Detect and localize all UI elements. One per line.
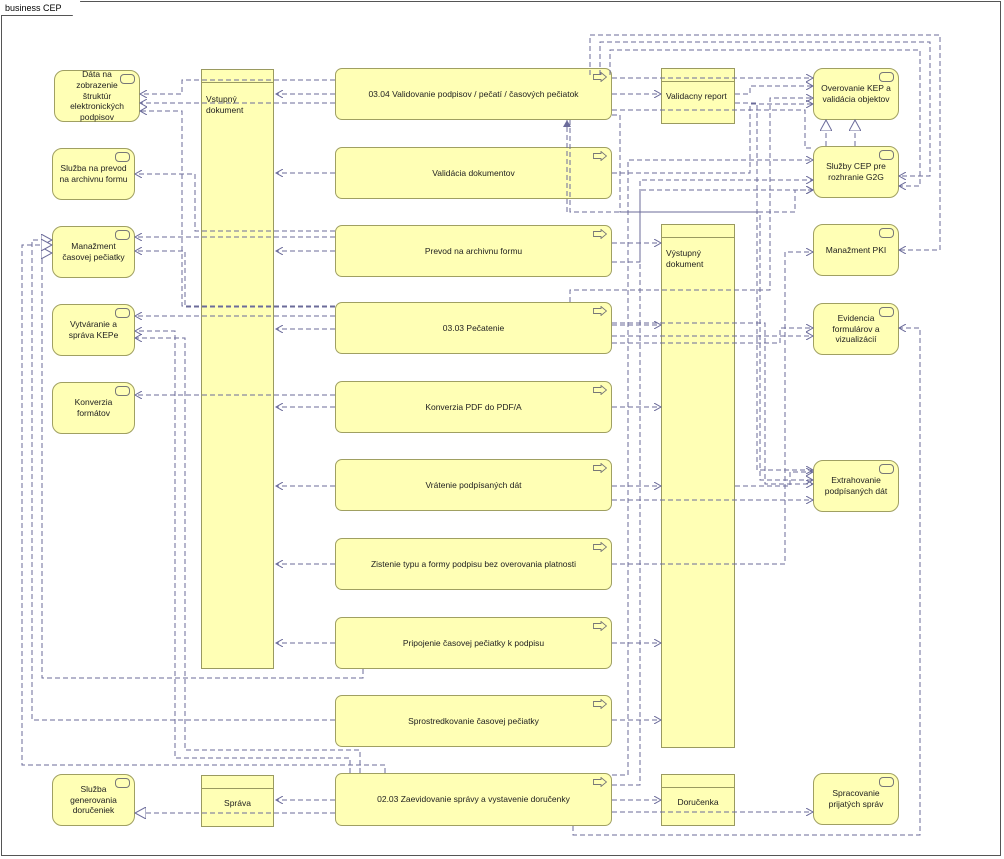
process-zaevidovanie[interactable]: 02.03 Zaevidovanie správy a vystavenie d… bbox=[335, 773, 612, 826]
object-vystupny-dokument[interactable]: Výstupný dokument bbox=[661, 224, 735, 748]
process-validovanie[interactable]: 03.04 Validovanie podpisov / pečatí / ča… bbox=[335, 68, 612, 120]
service-icon bbox=[879, 307, 894, 317]
service-label: Dáta na zobrazenie štruktúr elektronický… bbox=[70, 69, 124, 122]
process-konverzia[interactable]: Konverzia PDF do PDF/A bbox=[335, 381, 612, 433]
service-label: Extrahovanie podpísaných dát bbox=[824, 475, 888, 496]
process-arrow-icon bbox=[593, 777, 607, 787]
object-label: Správa bbox=[224, 798, 251, 808]
process-pripojenie[interactable]: Pripojenie časovej pečiatky k podpisu bbox=[335, 617, 612, 669]
process-label: Zistenie typu a formy podpisu bez overov… bbox=[370, 558, 577, 569]
process-zistenie[interactable]: Zistenie typu a formy podpisu bez overov… bbox=[335, 538, 612, 590]
service-label: Evidencia formulárov a vizualizácií bbox=[832, 313, 880, 345]
process-label: Konverzia PDF do PDF/A bbox=[425, 401, 522, 412]
process-label: 03.03 Pečatenie bbox=[442, 322, 505, 333]
process-label: Validácia dokumentov bbox=[432, 167, 515, 178]
service-label: Manažment PKI bbox=[825, 244, 887, 255]
service-icon bbox=[879, 72, 894, 82]
service-sluzba-dorucenky[interactable]: Služba generovania doručeniek bbox=[52, 774, 135, 826]
process-pecatenie[interactable]: 03.03 Pečatenie bbox=[335, 302, 612, 354]
object-label: Doručenka bbox=[677, 797, 719, 807]
service-label: Vytváranie a správa KEPe bbox=[68, 319, 119, 340]
service-extrahovanie[interactable]: Extrahovanie podpísaných dát bbox=[813, 460, 899, 512]
object-header-band bbox=[202, 776, 273, 789]
object-label: Výstupný dokument bbox=[666, 248, 704, 269]
service-manazment-pki[interactable]: Manažment PKI bbox=[813, 224, 899, 276]
service-label: Overovanie KEP a validácia objektov bbox=[821, 83, 891, 104]
service-label: Spracovanie prijatých správ bbox=[828, 788, 884, 809]
object-vstupny-dokument[interactable]: Vstupný dokument bbox=[201, 69, 274, 669]
process-validacia[interactable]: Validácia dokumentov bbox=[335, 147, 612, 199]
service-icon bbox=[879, 464, 894, 474]
process-arrow-icon bbox=[593, 72, 607, 82]
process-arrow-icon bbox=[593, 229, 607, 239]
service-evidencia[interactable]: Evidencia formulárov a vizualizácií bbox=[813, 303, 899, 355]
process-label: 02.03 Zaevidovanie správy a vystavenie d… bbox=[377, 794, 570, 805]
process-arrow-icon bbox=[593, 621, 607, 631]
process-sprostredkovanie[interactable]: Sprostredkovanie časovej pečiatky bbox=[335, 695, 612, 747]
process-arrow-icon bbox=[593, 699, 607, 709]
service-sluzba-prevod[interactable]: Služba na prevod na archivnu formu bbox=[52, 148, 135, 200]
service-icon bbox=[115, 152, 130, 162]
process-label: Prevod na archivnu formu bbox=[424, 245, 523, 256]
process-arrow-icon bbox=[593, 151, 607, 161]
process-label: 03.04 Validovanie podpisov / pečatí / ča… bbox=[368, 88, 579, 99]
service-icon bbox=[115, 308, 130, 318]
process-arrow-icon bbox=[593, 542, 607, 552]
diagram-title: business CEP bbox=[1, 1, 81, 16]
service-label: Konverzia formátov bbox=[74, 397, 113, 418]
object-label: Vstupný dokument bbox=[206, 94, 244, 115]
process-vratenie[interactable]: Vrátenie podpísaných dát bbox=[335, 459, 612, 511]
object-validacny-report[interactable]: Validacny report bbox=[661, 68, 735, 124]
object-header-band bbox=[662, 225, 734, 238]
service-label: Manažment časovej pečiatky bbox=[62, 241, 125, 262]
service-icon bbox=[115, 230, 130, 240]
service-manazment-casovej[interactable]: Manažment časovej pečiatky bbox=[52, 226, 135, 278]
process-arrow-icon bbox=[593, 463, 607, 473]
service-label: Služba generovania doručeniek bbox=[70, 784, 117, 816]
service-sluzby-cep[interactable]: Služby CEP pre rozhranie G2G bbox=[813, 146, 899, 198]
object-label: Validacny report bbox=[666, 91, 727, 101]
service-icon bbox=[115, 778, 130, 788]
object-header-band bbox=[202, 70, 273, 83]
process-arrow-icon bbox=[593, 306, 607, 316]
object-sprava[interactable]: Správa bbox=[201, 775, 274, 827]
service-icon bbox=[879, 777, 894, 787]
process-label: Pripojenie časovej pečiatky k podpisu bbox=[402, 637, 545, 648]
service-label: Služby CEP pre rozhranie G2G bbox=[826, 161, 886, 182]
object-header-band bbox=[662, 69, 734, 82]
service-icon bbox=[115, 386, 130, 396]
service-vytvaranie-kepe[interactable]: Vytváranie a správa KEPe bbox=[52, 304, 135, 356]
service-icon bbox=[879, 228, 894, 238]
service-icon bbox=[879, 150, 894, 160]
process-prevod[interactable]: Prevod na archivnu formu bbox=[335, 225, 612, 277]
process-label: Sprostredkovanie časovej pečiatky bbox=[408, 715, 539, 726]
object-dorucenka[interactable]: Doručenka bbox=[661, 774, 735, 826]
service-spracovanie[interactable]: Spracovanie prijatých správ bbox=[813, 773, 899, 825]
process-label: Vrátenie podpísaných dát bbox=[425, 479, 522, 490]
object-header-band bbox=[662, 775, 734, 788]
service-data-zobrazenie[interactable]: Dáta na zobrazenie štruktúr elektronický… bbox=[54, 69, 140, 122]
service-label: Služba na prevod na archivnu formu bbox=[59, 163, 128, 184]
service-overovanie-kep[interactable]: Overovanie KEP a validácia objektov bbox=[813, 68, 899, 120]
process-arrow-icon bbox=[593, 385, 607, 395]
service-icon bbox=[120, 74, 135, 84]
service-konverzia-formatov[interactable]: Konverzia formátov bbox=[52, 382, 135, 434]
